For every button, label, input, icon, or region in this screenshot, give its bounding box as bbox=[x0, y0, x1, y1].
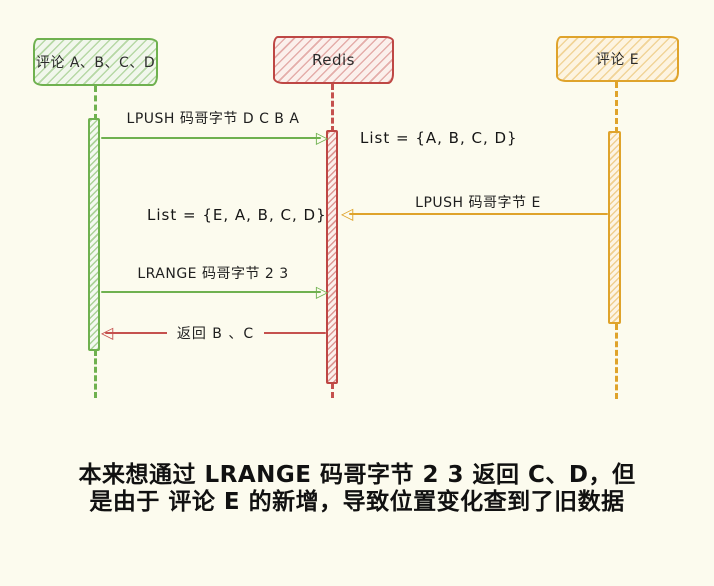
lifeline-comment-e-bottom bbox=[615, 324, 618, 399]
caption-line-2: 是由于 评论 E 的新增，导致位置变化查到了旧数据 bbox=[89, 489, 625, 515]
actor-comments-abcd: 评论 A、B、C、D bbox=[33, 38, 158, 86]
lifeline-comments-abcd-top bbox=[94, 86, 97, 120]
state-label-list-abcd: List = {A, B, C, D} bbox=[360, 129, 518, 147]
activation-bar-redis bbox=[326, 130, 338, 384]
lifeline-comment-e-top bbox=[615, 82, 618, 133]
arrowhead-left-icon: ◁ bbox=[340, 204, 354, 223]
actor-comments-abcd-label: 评论 A、B、C、D bbox=[35, 55, 156, 71]
actor-comment-e: 评论 E bbox=[556, 36, 679, 82]
message-lpush-e-label: LPUSH 码哥字节 E bbox=[415, 195, 541, 211]
message-return-bc-label: 返回 B 、C bbox=[166, 323, 265, 343]
activation-bar-comments-abcd bbox=[88, 118, 100, 351]
lifeline-comments-abcd-bottom bbox=[94, 350, 97, 398]
actor-redis: Redis bbox=[273, 36, 394, 84]
arrowhead-right-icon: ▷ bbox=[315, 282, 329, 301]
activation-bar-comment-e bbox=[608, 131, 621, 324]
lifeline-redis-bottom bbox=[331, 383, 334, 398]
message-lpush-e-line bbox=[349, 213, 608, 215]
caption: 本来想通过 LRANGE 码哥字节 2 3 返回 C、D，但 是由于 评论 E … bbox=[0, 462, 714, 516]
arrowhead-left-icon: ◁ bbox=[100, 323, 114, 342]
state-label-list-eabcd: List = {E, A, B, C, D} bbox=[147, 206, 327, 224]
message-lrange-label: LRANGE 码哥字节 2 3 bbox=[137, 266, 289, 282]
actor-comment-e-label: 评论 E bbox=[595, 52, 640, 68]
arrowhead-right-icon: ▷ bbox=[315, 128, 329, 147]
message-lpush-dcba-line bbox=[101, 137, 321, 139]
message-lrange-line bbox=[101, 291, 321, 293]
caption-line-1: 本来想通过 LRANGE 码哥字节 2 3 返回 C、D，但 bbox=[78, 462, 636, 488]
message-lpush-dcba-label: LPUSH 码哥字节 D C B A bbox=[126, 111, 300, 127]
message-return-bc-label-wrap: 返回 B 、C bbox=[105, 323, 326, 353]
actor-redis-label: Redis bbox=[312, 51, 355, 69]
lifeline-redis-top bbox=[331, 84, 334, 132]
